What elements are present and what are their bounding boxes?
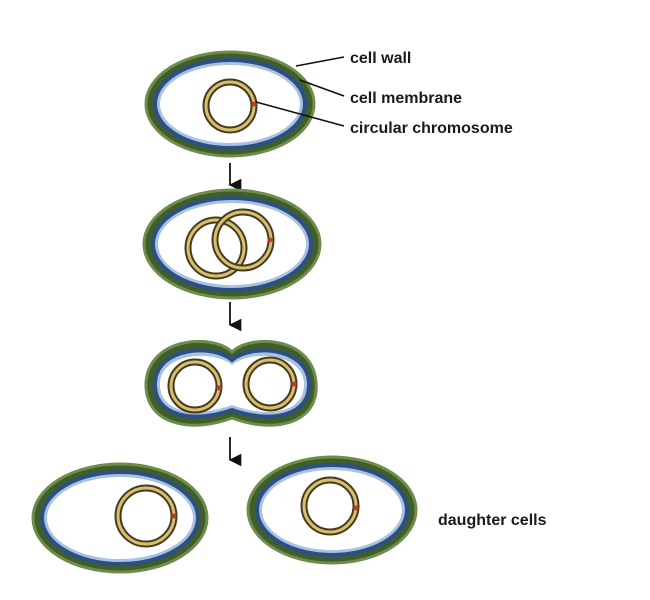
label-cell-membrane: cell membrane xyxy=(350,90,462,107)
leader-cell-wall xyxy=(295,56,345,67)
label-circular-chromosome: circular chromosome xyxy=(350,120,513,137)
label-daughter-cells: daughter cells xyxy=(438,512,547,529)
leader-lines xyxy=(255,56,345,127)
leader-circular-chromosome xyxy=(255,101,345,127)
chromosome-origin-mark xyxy=(216,385,222,391)
label-cell-wall: cell wall xyxy=(350,50,411,67)
stage-3-division xyxy=(144,340,318,427)
cytoplasm xyxy=(160,65,300,143)
chromosome-origin-mark xyxy=(291,381,297,387)
replicating-chromosome-a-inner xyxy=(186,218,246,278)
leader-cell-membrane xyxy=(299,79,345,97)
stage-2-replication xyxy=(142,188,322,300)
daughter-cell-left xyxy=(31,462,209,574)
daughter-cell-right xyxy=(246,455,418,565)
chromosome-origin-mark xyxy=(267,237,273,243)
cytoplasm xyxy=(262,470,402,550)
chromosome-origin-mark xyxy=(251,101,257,107)
chromosome-origin-mark xyxy=(171,513,177,519)
stage-1-parent-cell xyxy=(144,50,316,158)
chromosome-origin-mark xyxy=(353,505,359,511)
cytoplasm xyxy=(159,355,305,412)
